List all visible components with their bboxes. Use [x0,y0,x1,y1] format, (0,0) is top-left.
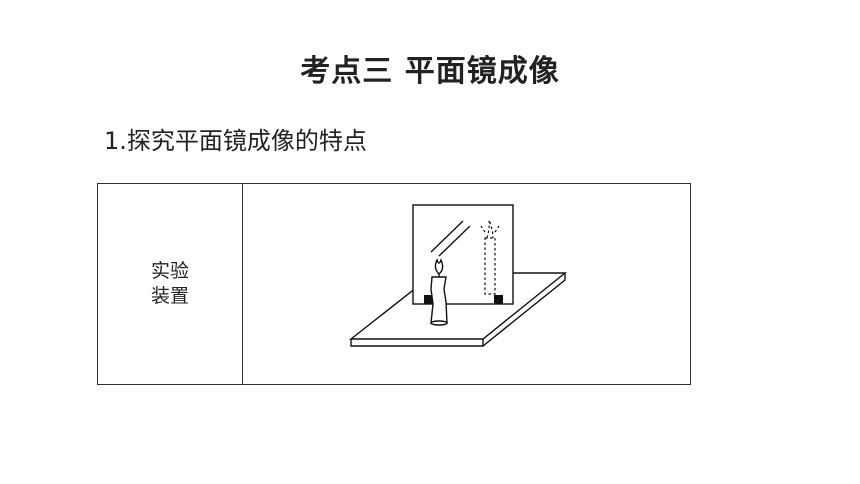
glass-plate [412,204,514,305]
candle-flame [434,258,444,275]
experiment-apparatus-figure [348,204,567,347]
glass-reflection-line [438,225,471,257]
glass-reflection-line [430,220,464,253]
virtual-candle-image [480,219,500,295]
board-front-edge [350,339,484,347]
real-candle [430,258,448,326]
section-heading: 1.探究平面镜成像的特点 [104,127,367,155]
row-label-line-1: 实验 [150,260,189,282]
support-block-left [424,295,433,304]
row-label-cell: 实验 装置 [98,184,243,384]
board-side-edge [482,273,566,347]
support-block-right [494,295,503,304]
row-label-line-2: 装置 [150,285,189,307]
slide-title: 考点三 平面镜成像 [300,54,560,89]
experiment-table: 实验 装置 [97,183,691,385]
figure-cell [243,184,690,384]
